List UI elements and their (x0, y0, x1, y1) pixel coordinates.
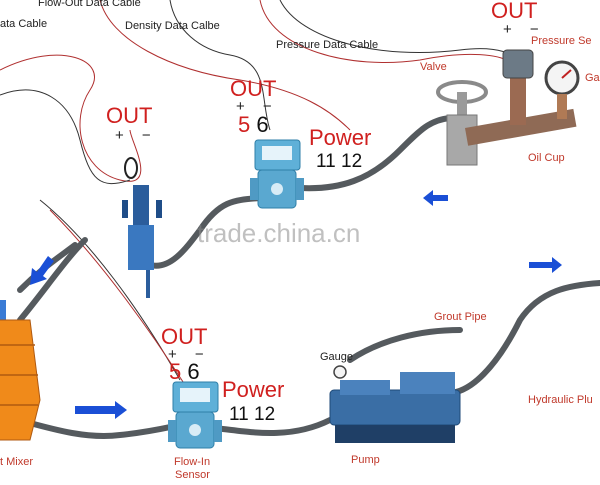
flow-out-out-label: OUT (230, 76, 277, 101)
mixer-motor (0, 300, 6, 325)
density-meter-stem (146, 270, 150, 298)
flow-out-sensor-port (271, 183, 283, 195)
flow-in-power-b: 12 (254, 404, 276, 425)
density-meter-head (133, 185, 149, 225)
oil-cup-label: Oil Cup (528, 152, 565, 164)
watermark: trade.china.cn (197, 218, 361, 248)
flow-out-num-b: 6 (256, 112, 269, 137)
gauge-bottom-label: Gauge (320, 351, 354, 363)
flow-arrow-down-left (30, 256, 54, 285)
flow-in-sensor (168, 381, 222, 449)
pipe-segment-1 (147, 195, 263, 269)
flow-out-sensor-flange-left (250, 178, 258, 200)
pump (329, 365, 461, 443)
flow-out-sensor (250, 139, 304, 209)
pressure-cable-label: Pressure Data Cable (276, 39, 379, 51)
density-meter-arm-left (122, 200, 128, 218)
cable-label-top-left: ata Cable (0, 18, 48, 30)
oil-cup-pipe (465, 108, 577, 146)
pump-motor (400, 372, 455, 394)
flow-in-power-numbers: 11 12 (229, 405, 275, 424)
flow-out-power-numbers: 11 12 (316, 152, 362, 171)
flow-out-sensor-flange-right (296, 178, 304, 200)
density-meter (122, 157, 162, 298)
pressure-gauge-needle (561, 69, 572, 79)
valve-label: Valve (420, 61, 447, 73)
flow-in-sensor-port (189, 424, 201, 436)
density-out-label: OUT (106, 103, 153, 128)
pipe-segment-8 (17, 237, 88, 323)
flow-in-data-cable-b (49, 209, 186, 386)
pressure-sensor-head (502, 49, 534, 79)
flow-in-plus-minus: + − (168, 346, 211, 363)
flow-in-sensor-display (180, 388, 210, 402)
hydraulic-label: Hydraulic Plu (528, 394, 593, 406)
pressure-data-cable (259, 0, 511, 63)
flow-in-num-a: 5 (169, 359, 182, 384)
pump-body (329, 389, 461, 426)
flow-out-terminal-numbers: 5 6 (238, 114, 269, 136)
flow-out-power-a: 11 (316, 151, 336, 172)
density-cable-loop (124, 157, 138, 179)
pressure-out-label: OUT (491, 0, 538, 23)
valve-stem (457, 92, 467, 122)
pressure-sensor-label: Pressure Se (531, 35, 592, 47)
flow-out-data-cable (99, 0, 351, 131)
flow-in-sensor-label-2: Sensor (175, 469, 210, 481)
flow-in-power-label: Power (222, 377, 285, 402)
flow-out-num-a: 5 (238, 112, 251, 137)
flow-in-data-cable (39, 199, 181, 381)
gauge-top-label: Ga (585, 72, 600, 84)
pipe-segment-4 (212, 417, 333, 436)
data-cables (0, 0, 521, 386)
pump-gauge (333, 365, 347, 379)
pump-label: Pump (351, 454, 380, 466)
density-data-cable (169, 0, 271, 131)
flow-out-power-label: Power (309, 125, 372, 150)
flow-in-out-label: OUT (161, 324, 208, 349)
density-meter-arm-right (156, 200, 162, 218)
flow-in-sensor-flange-left (168, 420, 176, 442)
flow-out-cable-label: Flow-Out Data Cable (38, 0, 141, 9)
flow-in-terminal-numbers: 5 6 (169, 361, 200, 383)
pipe-segment-5 (437, 280, 600, 397)
density-loop-cable (0, 54, 142, 182)
flow-out-sensor-display (262, 146, 292, 160)
pressure-plus-minus: + − (503, 21, 546, 38)
flow-arrows (30, 190, 562, 419)
mixer-label: t Mixer (0, 456, 33, 468)
flow-in-power-a: 11 (229, 404, 249, 425)
density-cable-label: Density Data Calbe (125, 20, 220, 32)
mixer (0, 300, 41, 441)
flow-arrow-left (423, 190, 448, 206)
flow-arrow-right-top (529, 257, 562, 273)
flow-in-num-b: 6 (187, 359, 200, 384)
density-loop-cable-b (0, 89, 131, 185)
flow-out-plus-minus: + − (236, 98, 279, 115)
flow-out-power-b: 12 (341, 151, 363, 172)
pipe-segment-2 (297, 115, 453, 192)
pressure-sensor-stem (510, 75, 526, 125)
valve-assembly (436, 49, 580, 166)
pump-top (340, 380, 390, 395)
flow-arrow-right-bottom (75, 401, 127, 419)
flow-in-sensor-flange-right (214, 420, 222, 442)
pump-base (335, 425, 455, 443)
mixer-tank (0, 319, 41, 441)
density-plus-minus: + − (115, 127, 158, 144)
flow-in-sensor-label-1: Flow-In (174, 456, 211, 468)
grout-pipe-label: Grout Pipe (434, 311, 487, 323)
pipe-segment-6 (347, 327, 463, 363)
pressure-gauge-stem (557, 94, 567, 119)
pressure-data-cable-b (279, 0, 521, 63)
density-meter-body (128, 225, 154, 270)
